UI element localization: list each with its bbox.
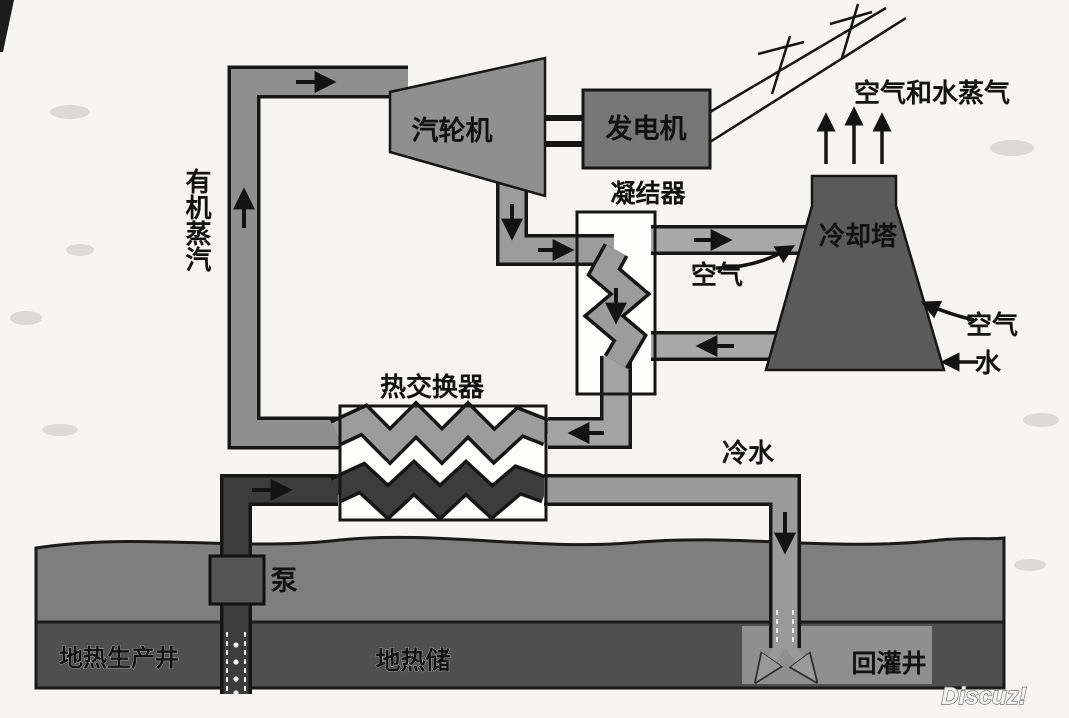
air-intake-arrow-right xyxy=(920,300,975,322)
scan-artifacts xyxy=(10,105,1059,571)
cooling-tower-label: 冷却塔 xyxy=(819,221,898,251)
cooled-brine-pipe xyxy=(544,477,798,648)
power-pole-2-crossarm xyxy=(829,10,873,26)
condenser-label: 凝结器 xyxy=(610,180,686,208)
cold-water-label: 冷水 xyxy=(722,438,775,468)
pump-box xyxy=(208,554,266,606)
generator-box xyxy=(581,88,712,170)
hx-organic-coil xyxy=(331,405,552,461)
page-corner-mark xyxy=(0,0,14,52)
water-label: 水 xyxy=(975,348,1002,378)
turbine-body xyxy=(388,56,547,198)
air-intake-arrow-left xyxy=(715,245,795,270)
watermark: Discuz! xyxy=(941,683,1026,710)
power-line-1 xyxy=(709,6,887,114)
reservoir-label: 地热储 xyxy=(375,646,450,675)
air-left-label: 空气 xyxy=(691,260,743,290)
power-line-2 xyxy=(709,16,907,144)
ground-surface-layer xyxy=(34,535,1006,624)
air-right-label: 空气 xyxy=(966,310,1018,340)
injection-branch-left xyxy=(760,637,789,676)
turbine-label: 汽轮机 xyxy=(412,116,493,146)
power-lines xyxy=(709,3,907,144)
air-arrows xyxy=(715,106,978,372)
well-perforation-dots xyxy=(233,642,239,696)
generator-label: 发电机 xyxy=(605,113,687,144)
well-perforations xyxy=(226,610,794,692)
organic-vapor-label: 有机蒸汽 xyxy=(182,168,212,273)
production-well-label: 地热生产井 xyxy=(59,644,179,672)
power-pole-2 xyxy=(840,3,860,59)
air-vapor-label: 空气和水蒸气 xyxy=(854,78,1010,108)
hx-geothermal-coil xyxy=(331,463,550,517)
condenser-box xyxy=(575,210,657,396)
injection-branch-right xyxy=(781,637,812,676)
turbine-exhaust-pipe xyxy=(499,170,614,263)
injection-well-label: 回灌井 xyxy=(851,650,926,678)
heat-exchanger-label: 热交换器 xyxy=(380,372,485,402)
pump-label: 泵 xyxy=(271,566,298,596)
power-pole-1-crossarm xyxy=(757,40,805,56)
heat-exchanger-box xyxy=(338,404,548,522)
flow-arrows xyxy=(233,71,796,555)
